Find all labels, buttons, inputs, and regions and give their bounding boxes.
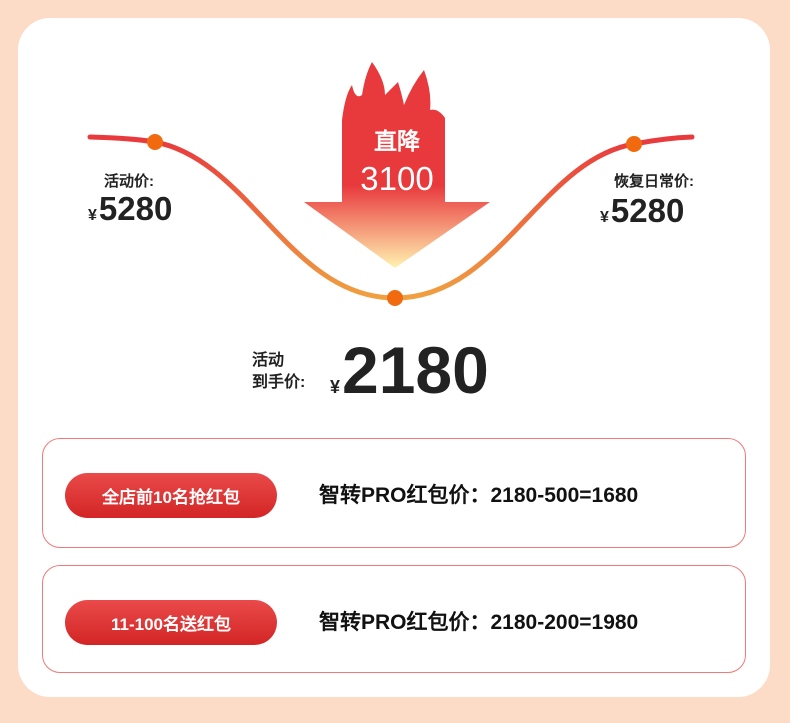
bottom-dot xyxy=(387,290,403,306)
activity-price-label: 活动价: xyxy=(104,173,154,190)
final-price: ¥2180 xyxy=(330,332,489,408)
currency: ¥ xyxy=(88,207,97,224)
regular-price-label: 恢复日常价: xyxy=(614,173,694,190)
drop-amount: 3100 xyxy=(360,160,434,197)
right-dot xyxy=(626,136,642,152)
offer-formula: 智转PRO红包价：2180-200=1980 xyxy=(319,611,639,634)
fire-arrow-icon xyxy=(304,62,490,268)
price-value: 5280 xyxy=(98,190,173,227)
regular-price: ¥5280 xyxy=(600,192,684,230)
final-label-line2: 到手价: xyxy=(252,374,306,391)
price-value: 2180 xyxy=(342,333,489,407)
offer-badge-button[interactable]: 全店前10名抢红包 xyxy=(65,473,277,518)
offer-card: 11-100名送红包 智转PRO红包价：2180-200=1980 xyxy=(42,565,746,673)
final-price-label: 活动 到手价: xyxy=(252,350,305,394)
price-value: 5280 xyxy=(610,192,685,229)
left-dot xyxy=(147,134,163,150)
activity-price: ¥5280 xyxy=(88,190,172,228)
offer-formula: 智转PRO红包价：2180-500=1680 xyxy=(319,484,639,507)
currency: ¥ xyxy=(600,209,609,226)
currency: ¥ xyxy=(330,377,341,397)
offer-badge-button[interactable]: 11-100名送红包 xyxy=(65,600,277,645)
drop-label: 直降 xyxy=(374,128,420,154)
offer-card: 全店前10名抢红包 智转PRO红包价：2180-500=1680 xyxy=(42,438,746,548)
final-label-line1: 活动 xyxy=(252,352,285,369)
